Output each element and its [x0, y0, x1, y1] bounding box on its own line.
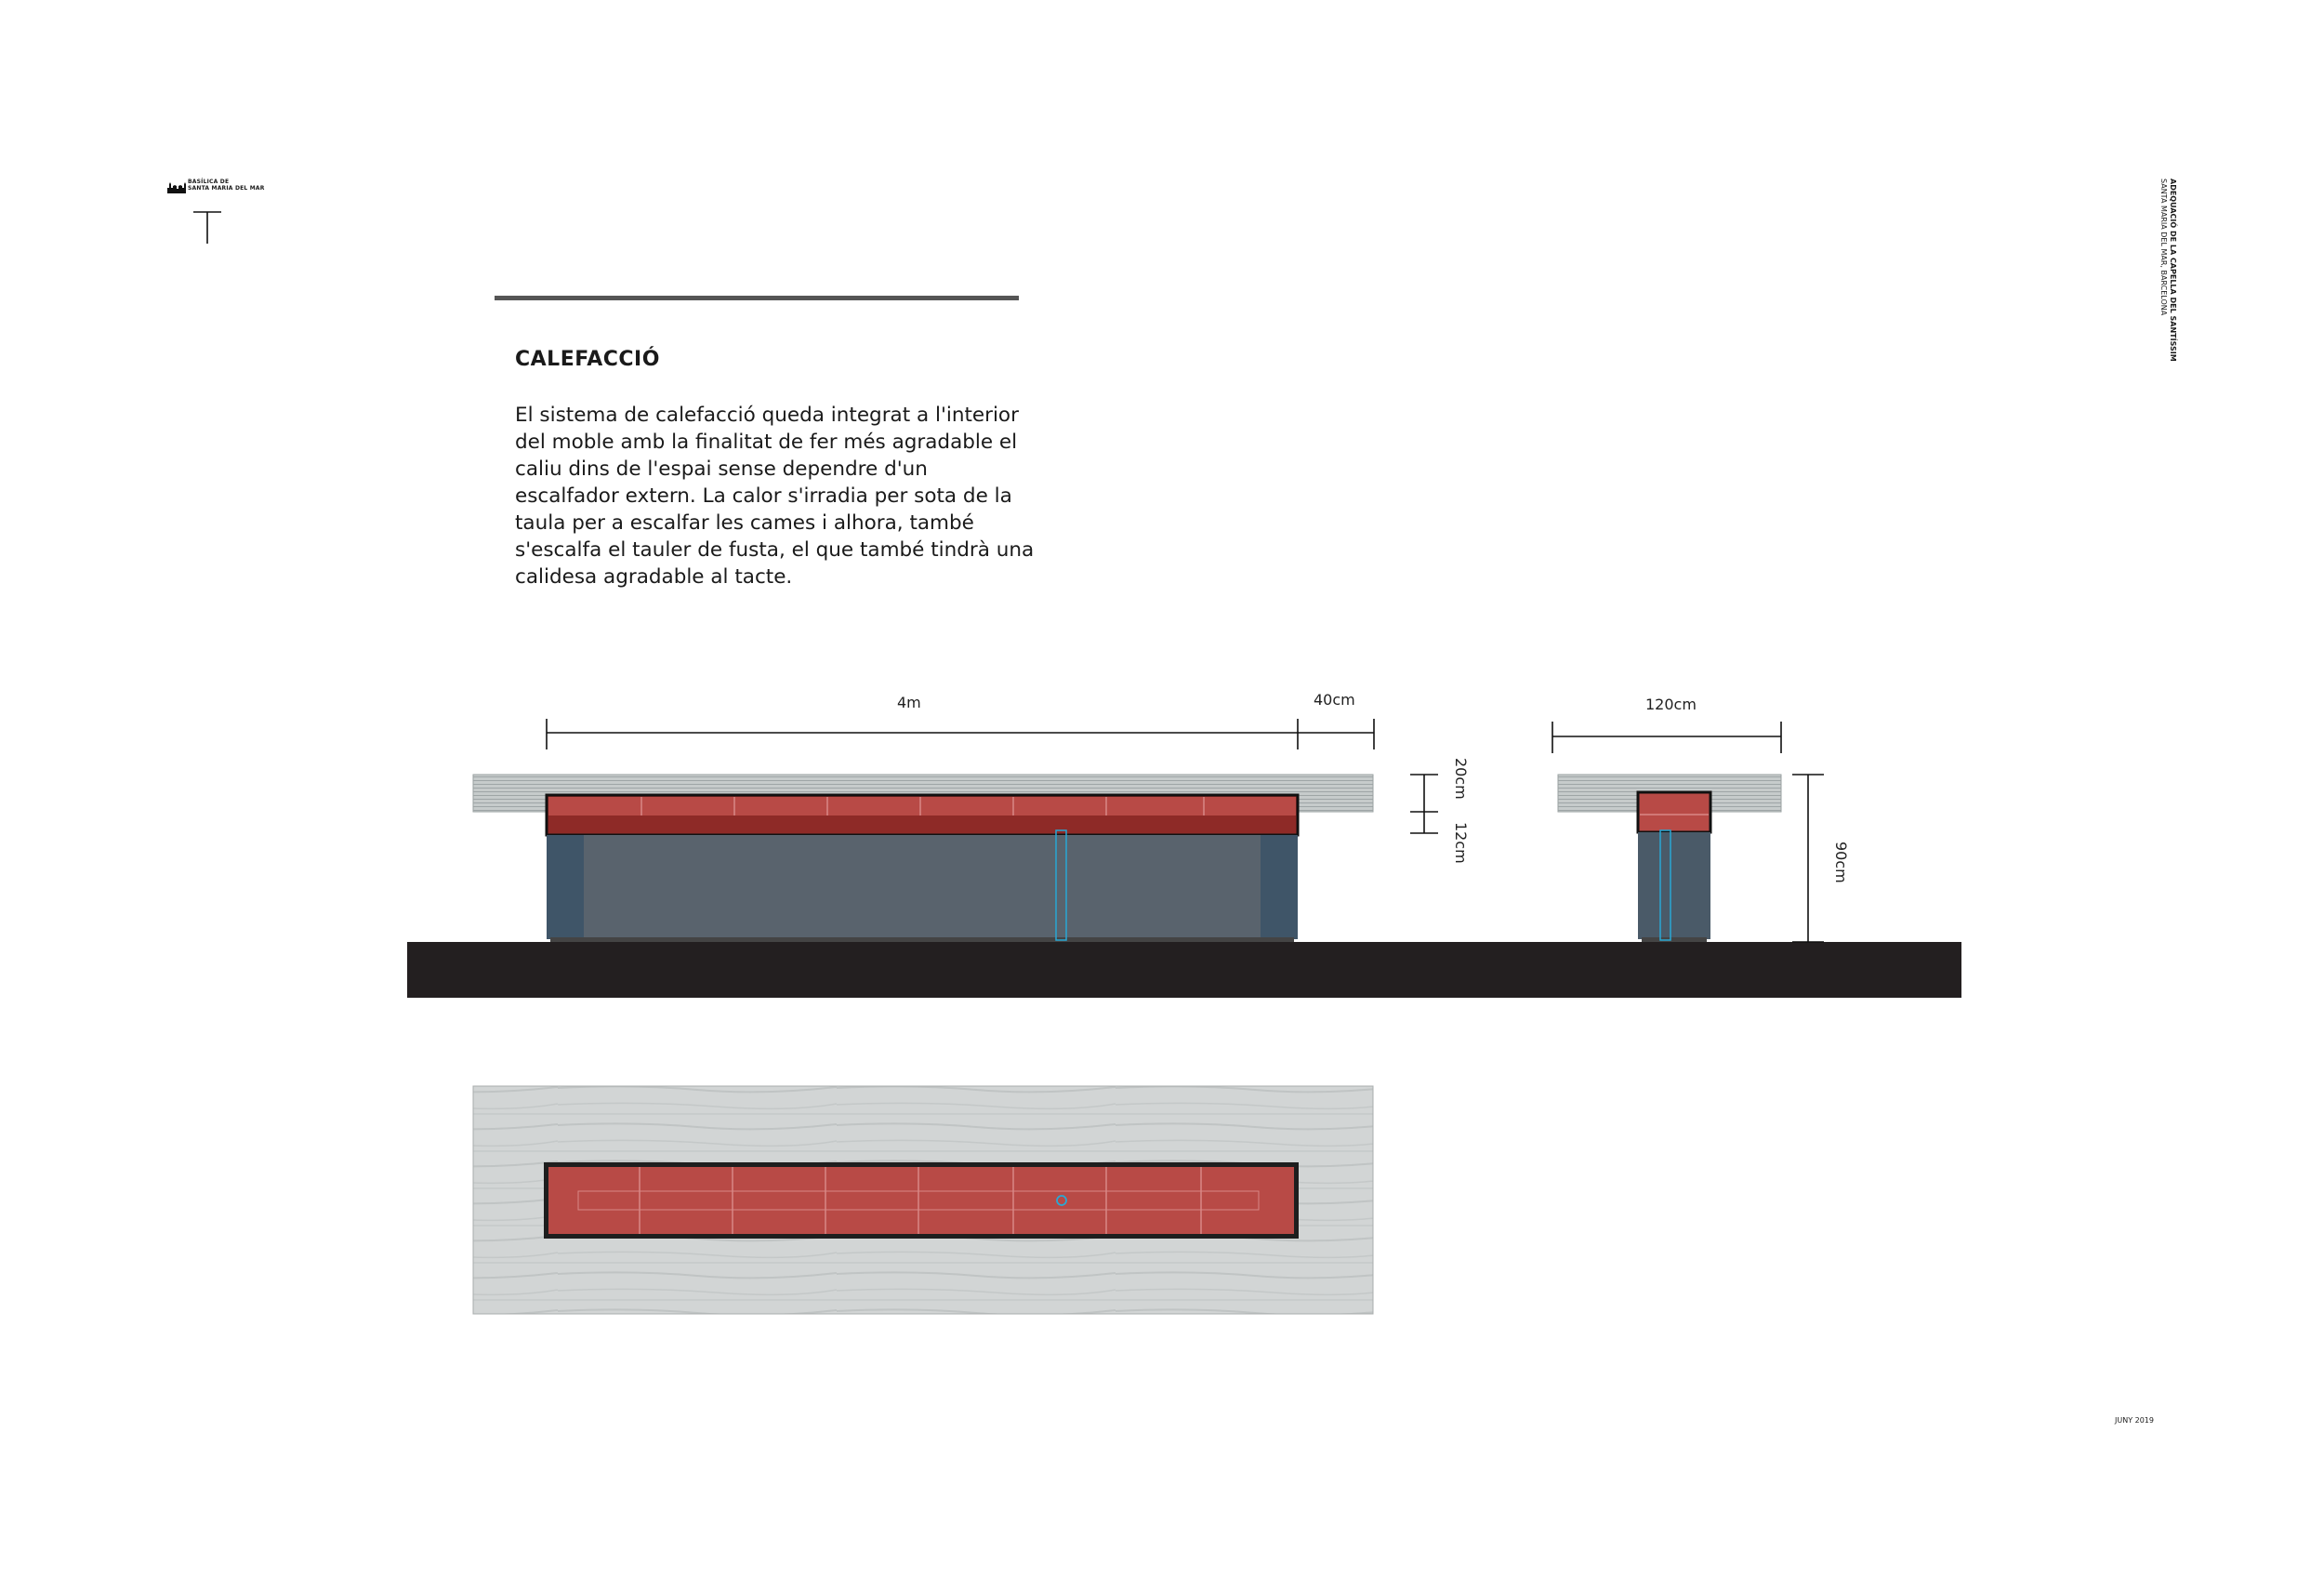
basilica-silhouette-icon — [167, 182, 186, 193]
section-heading: CALEFACCIÓ — [515, 348, 660, 371]
plan-heater-dividers — [639, 1167, 1202, 1234]
side-heater — [1636, 790, 1712, 834]
section-rule — [495, 296, 1019, 300]
dimension-overhang-label: 40cm — [1314, 691, 1355, 709]
side-base — [1638, 832, 1710, 939]
base-right-side — [1261, 835, 1298, 939]
plan-heater — [548, 1167, 1294, 1234]
dimension-length-label: 4m — [897, 694, 921, 711]
dimension-heater-height-label: 12cm — [1452, 822, 1470, 864]
dimension-depth — [1552, 722, 1782, 753]
logo-text-line-2: SANTA MARIA DEL MAR — [188, 185, 265, 192]
heater-band-dividers — [640, 797, 1205, 815]
side-heating-pipe — [1659, 829, 1671, 941]
side-elevation — [1557, 774, 1782, 942]
base-left-side — [547, 835, 584, 939]
floor-slab — [407, 942, 1961, 998]
dimension-depth-label: 120cm — [1645, 696, 1697, 713]
dimension-top-thickness-label: 20cm — [1452, 758, 1470, 800]
section-body-text: El sistema de calefacció queda integrat … — [515, 404, 1035, 589]
plan-heater-element — [577, 1190, 1260, 1211]
logo-text-line-1: BASÍLICA DE — [188, 179, 230, 185]
heating-pipe — [1055, 829, 1067, 941]
dimension-length — [546, 719, 1375, 749]
date-label: JUNY 2019 — [2115, 1416, 2154, 1425]
basilica-logo: BASÍLICA DE SANTA MARIA DEL MAR — [167, 179, 279, 206]
plan-view — [472, 1085, 1374, 1315]
dimension-height-label: 90cm — [1832, 842, 1850, 883]
heater-band-top — [548, 797, 1296, 815]
side-plinth — [1642, 937, 1707, 942]
dimension-height — [1792, 774, 1824, 943]
front-elevation — [407, 774, 1961, 998]
dimension-thickness — [1410, 774, 1438, 834]
plan-pipe-marker — [1056, 1195, 1067, 1206]
base-plinth — [550, 937, 1294, 942]
base-body — [547, 835, 1298, 939]
cross-icon — [193, 211, 221, 244]
